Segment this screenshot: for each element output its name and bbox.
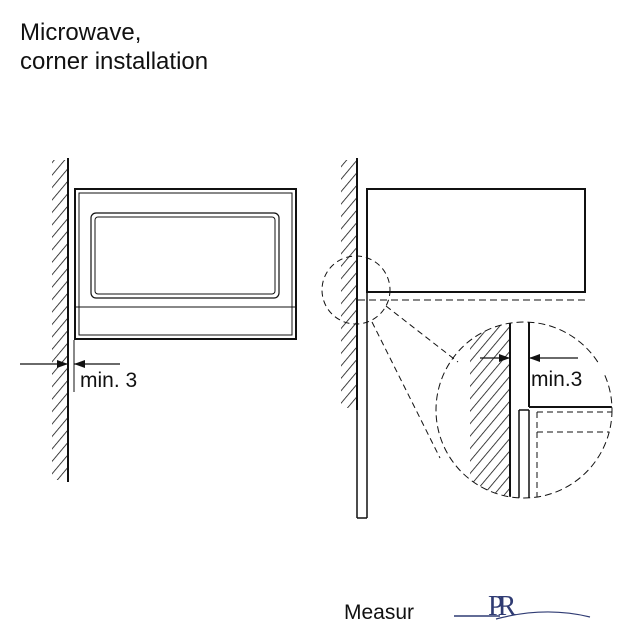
pr-logo: PR [454, 591, 591, 622]
microwave-front [74, 188, 297, 340]
right-view [321, 158, 586, 519]
logo-letters: PR [488, 591, 517, 622]
microwave-window-outer [90, 212, 280, 299]
microwave-window-inner [94, 216, 276, 295]
left-dimension-marker: min. 3 [20, 340, 137, 392]
logo-swoosh [495, 611, 591, 620]
detail-dimension-label: min.3 [531, 368, 582, 391]
detail-wall-hatching [470, 322, 510, 498]
detail-contents [470, 322, 612, 498]
side-panel [356, 292, 368, 519]
detail-dimension-marker: min.3 [480, 354, 604, 391]
microwave-inner-frame [78, 192, 293, 336]
detail-label-backdrop [530, 365, 604, 391]
callout-leader-lower [371, 321, 441, 459]
detail-arrowhead-right [529, 354, 540, 362]
title-line-1: Microwave, [20, 19, 142, 46]
microwave-outer-frame [74, 188, 297, 340]
detail-arrowhead-left [499, 354, 510, 362]
left-view: min. 3 [20, 158, 297, 482]
title-line-2: corner installation [20, 48, 209, 75]
detail-view: min.3 [435, 321, 613, 499]
diagram-title: Microwave, corner installation [20, 18, 208, 76]
footer: Measur PR [344, 591, 591, 624]
right-wall-hatching [341, 160, 357, 408]
arrowhead-right [74, 360, 85, 368]
detail-callout-circle [321, 255, 391, 325]
footer-text: Measur [344, 601, 414, 624]
left-wall-hatching [52, 160, 68, 480]
detail-magnifier-circle [435, 321, 613, 499]
callout-leader-upper [385, 305, 459, 363]
microwave-side-body [366, 188, 586, 293]
arrowhead-left [57, 360, 68, 368]
left-dimension-label: min. 3 [80, 369, 137, 392]
